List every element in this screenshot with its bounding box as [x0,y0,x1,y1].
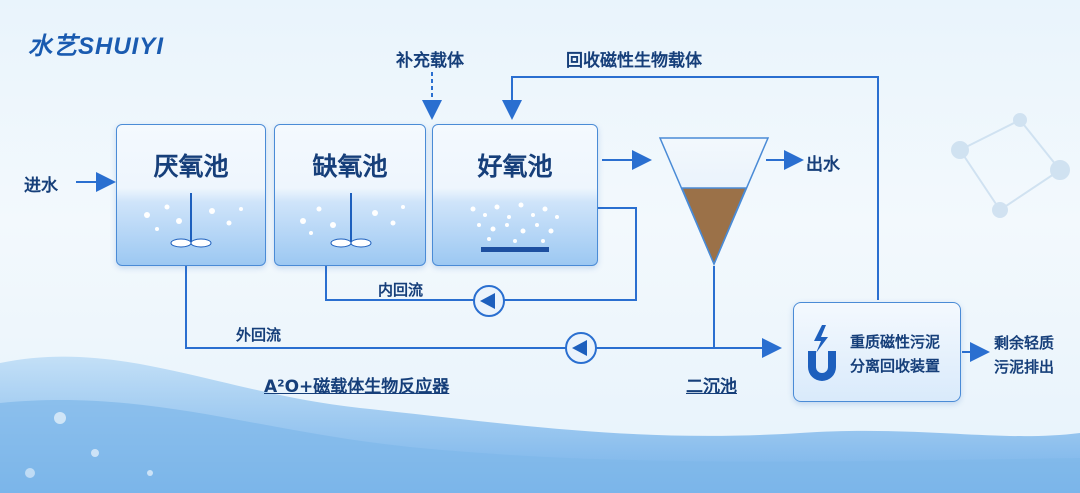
separator-label-1: 重质磁性污泥 [850,333,941,351]
inlet-label: 进水 [24,176,58,196]
tank-name: 厌氧池 [153,152,229,181]
anoxic-tank: 缺氧池 [274,124,426,266]
add-carrier-label: 补充载体 [396,51,464,71]
magnetic-sludge-separator: 重质磁性污泥 分离回收装置 [793,302,961,402]
aerator-icon [470,202,559,252]
brand-logo: 水艺SHUIYI [28,33,165,60]
outlet-label: 出水 [806,155,840,175]
aerobic-tank: 好氧池 [432,124,598,266]
process-name-label: A²O+磁载体生物反应器 [264,377,450,397]
outer-reflux-label: 外回流 [236,326,282,344]
mixer-icon [144,193,243,248]
separator-label-2: 分离回收装置 [850,357,941,375]
tank-name: 好氧池 [477,152,553,181]
inner-reflux-label: 内回流 [378,281,424,299]
mixer-icon [300,193,405,248]
excess-sludge-label-2: 污泥排出 [994,358,1055,376]
clarifier-label: 二沉池 [686,377,737,397]
excess-sludge-label-1: 剩余轻质 [994,334,1055,352]
recover-carrier-label: 回收磁性生物载体 [566,51,702,71]
tank-name: 缺氧池 [312,152,388,181]
molecule-decoration [951,113,1070,218]
anaerobic-tank: 厌氧池 [116,124,266,266]
water-wave-background [0,356,1080,493]
secondary-clarifier [658,137,770,266]
pump-icon [473,285,505,317]
magnet-icon [808,325,836,381]
pump-icon [565,332,597,364]
